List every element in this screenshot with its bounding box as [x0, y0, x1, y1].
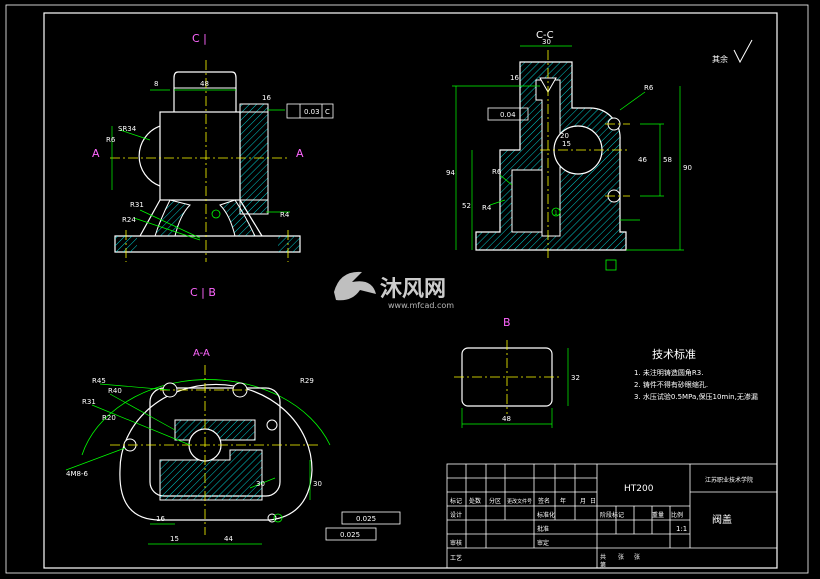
tb-header-0: 标记 — [450, 497, 462, 505]
tb-label-scale: 比例 — [671, 511, 683, 519]
aa-dim-30b: 30 — [256, 480, 265, 488]
cc-dim-15: 15 — [562, 140, 571, 148]
roughness-other: 其余 — [712, 54, 728, 64]
b-dim-32: 32 — [571, 374, 580, 382]
cc-dim-r4: R4 — [482, 204, 492, 212]
front-dim-48: 48 — [200, 80, 209, 88]
watermark-brand: 沐风网 — [380, 277, 446, 302]
tech-req-title: 技术标准 — [652, 347, 696, 361]
aa-dim-r29: R29 — [300, 377, 314, 385]
tech-req-line-1: 1. 未注明铸造圆角R3. — [634, 368, 703, 377]
tb-sheet-2: 第 — [600, 561, 606, 569]
front-dim-r6: R6 — [106, 136, 116, 144]
tb-part-name: 阀盖 — [712, 513, 732, 526]
front-dim-r24: R24 — [122, 216, 136, 224]
tb-header-3: 更改文件号 — [507, 498, 532, 505]
front-tol-value: 0.03 — [304, 108, 320, 116]
aa-dim-r40: R40 — [108, 387, 122, 395]
aa-dim-4m8: 4M8-6 — [66, 470, 88, 478]
tb-label-design: 设计 — [450, 511, 462, 519]
aa-dim-16: 16 — [156, 515, 165, 523]
b-dim-48: 48 — [502, 415, 511, 423]
aa-tol-1: 0.025 — [356, 515, 376, 523]
front-dim-16: 16 — [262, 94, 271, 102]
section-cc-view: C-C — [446, 30, 753, 271]
aa-dim-44: 44 — [224, 535, 233, 543]
tb-header-6: 月 — [580, 498, 586, 505]
cc-dim-20: 20 — [560, 132, 569, 140]
tb-label-std: 标准化 — [537, 511, 555, 519]
front-dim-r4: R4 — [280, 211, 290, 219]
aa-dim-30: 30 — [313, 480, 322, 488]
label-aa: A-A — [193, 348, 210, 359]
cc-dim-94: 94 — [446, 169, 455, 177]
front-dim-sr34: SR34 — [118, 125, 137, 133]
aa-dim-r20: R20 — [102, 414, 116, 422]
section-aa-view: A-A — [65, 348, 401, 545]
tb-header-4: 签名 — [538, 497, 550, 505]
tb-header-5: 年 — [560, 497, 566, 505]
title-block — [446, 463, 778, 569]
roughness-icon — [733, 39, 753, 64]
tech-req-line-2: 2. 铸件不得有砂眼缩孔. — [634, 380, 708, 389]
cc-balloon-1: 1 — [554, 210, 558, 217]
tb-header-2: 分区 — [489, 497, 501, 505]
watermark-url: www.mfcad.com — [388, 301, 454, 310]
tb-label-review: 审核 — [450, 539, 462, 547]
label-c-top: C | — [192, 32, 207, 45]
tb-sheet-1: 张 — [618, 553, 624, 561]
tb-label-stage: 阶段标记 — [600, 511, 624, 519]
cc-dim-58: 58 — [663, 156, 672, 164]
front-view: 48 8 16 SR34 R31 R24 R4 R6 0.03 C C | C … — [92, 32, 334, 299]
watermark-logo-icon — [334, 271, 376, 301]
tb-label-weight: 重量 — [652, 511, 664, 519]
aa-dim-r45: R45 — [92, 377, 106, 385]
cc-dim-90: 90 — [683, 164, 692, 172]
aa-dim-15: 15 — [170, 535, 179, 543]
cc-dim-r6b: R6 — [492, 168, 502, 176]
aa-tol-2: 0.025 — [340, 531, 360, 539]
label-a-right: A — [296, 147, 304, 160]
title-block-text: HT200 江苏职业技术学院 阀盖 标记 处数 分区 更改文件号 签名 年 月 … — [450, 476, 753, 569]
aa-dim-r31: R31 — [82, 398, 96, 406]
label-cc: C-C — [536, 30, 554, 41]
label-cb-bottom: C | B — [190, 286, 216, 299]
cc-dim-16: 16 — [510, 74, 519, 82]
drawing-frame — [5, 4, 809, 574]
tech-requirements: 技术标准 1. 未注明铸造圆角R3. 2. 铸件不得有砂眼缩孔. 3. 水压试验… — [634, 347, 758, 401]
tb-sheet-0: 共 — [600, 553, 606, 561]
cc-dim-30: 30 — [542, 38, 551, 46]
label-b: B — [503, 316, 511, 329]
watermark: 沐风网 www.mfcad.com — [334, 271, 454, 310]
tb-scale-value: 1:1 — [676, 525, 687, 533]
front-tol-datum: C — [325, 108, 330, 116]
cc-dim-r6: R6 — [644, 84, 654, 92]
cc-dim-46: 46 — [638, 156, 647, 164]
tb-material: HT200 — [624, 484, 654, 494]
view-b: B 48 32 — [454, 316, 580, 428]
front-dim-8: 8 — [154, 80, 158, 88]
tb-school: 江苏职业技术学院 — [705, 476, 753, 484]
tb-header-7: 日 — [590, 498, 596, 505]
cc-dim-52: 52 — [462, 202, 471, 210]
tb-label-process: 工艺 — [450, 554, 462, 562]
tb-label-final: 审定 — [537, 539, 549, 547]
tb-label-approve: 批准 — [537, 525, 549, 533]
tech-req-line-3: 3. 水压试验0.5MPa,保压10min,无渗漏 — [634, 392, 758, 401]
cc-dim-tol: 0.04 — [500, 111, 516, 119]
label-a-left: A — [92, 147, 100, 160]
tb-sheet-3: 张 — [634, 553, 640, 561]
front-dim-r31: R31 — [130, 201, 144, 209]
tb-header-1: 处数 — [469, 497, 481, 505]
